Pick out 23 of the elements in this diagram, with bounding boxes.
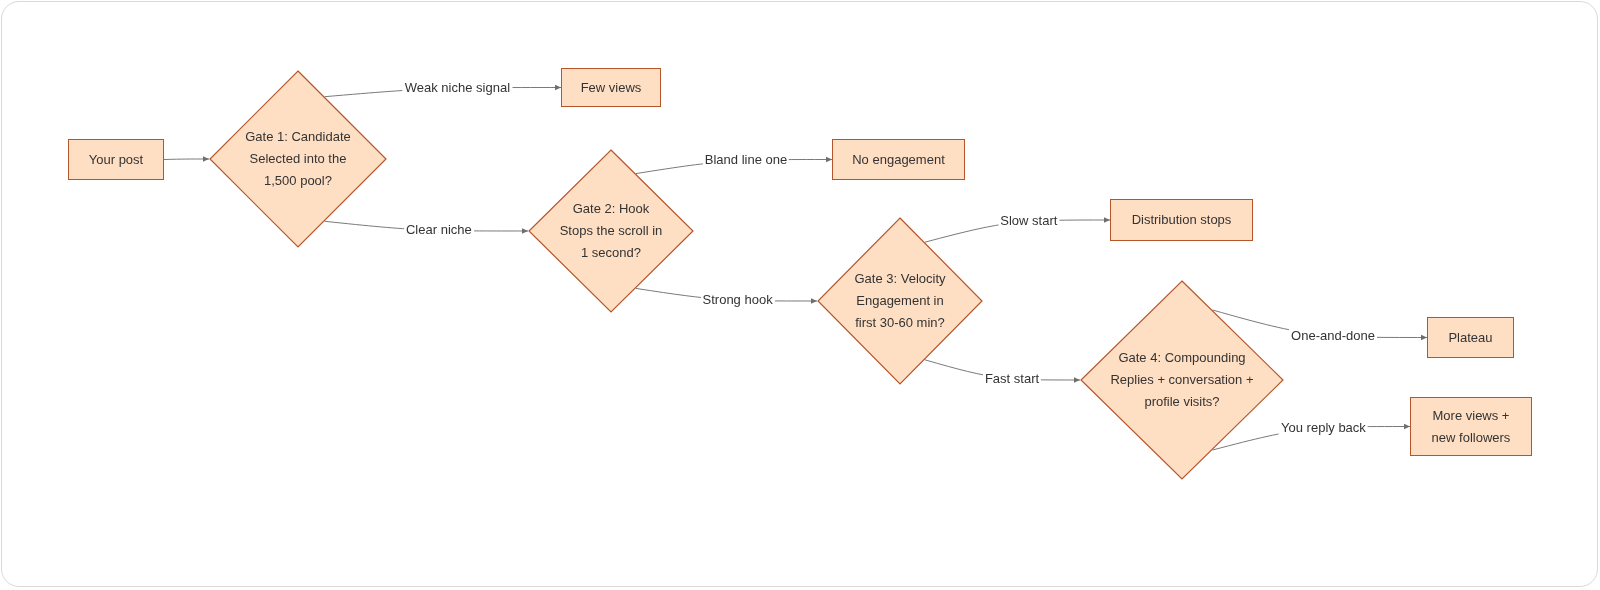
process-box: [1427, 317, 1514, 358]
decision-text: Gate 4: Compounding Replies + conversation + profile visits?: [1109, 349, 1255, 411]
decision-diamond: [528, 149, 694, 313]
decision-diamond: [817, 217, 983, 385]
process-box: [1410, 397, 1532, 456]
process-box: [1110, 199, 1253, 241]
process-box: [68, 139, 164, 180]
box-text: Distribution stops: [1130, 211, 1233, 229]
edge-label: Strong hook: [700, 292, 775, 309]
decision-text: Gate 1: Candidate Selected into the 1,500 pool?: [244, 128, 352, 190]
process-box: [561, 68, 661, 107]
box-text: Few views: [579, 78, 643, 97]
box-text: More views + new followers: [1430, 406, 1512, 447]
edge-label: You reply back: [1279, 420, 1368, 436]
box-text: Plateau: [1447, 328, 1494, 347]
edge-label: Weak niche signal: [402, 80, 512, 97]
decision-text: Gate 3: Velocity Engagement in first 30-60 min?: [853, 270, 947, 332]
arrow: [163, 156, 210, 162]
box-text: Your post: [87, 150, 145, 169]
decision-diamond: [209, 70, 387, 248]
box-text: No engagement: [851, 150, 946, 169]
process-box: [832, 139, 965, 180]
decision-text: Gate 2: Hook Stops the scroll in 1 second?: [558, 200, 664, 262]
